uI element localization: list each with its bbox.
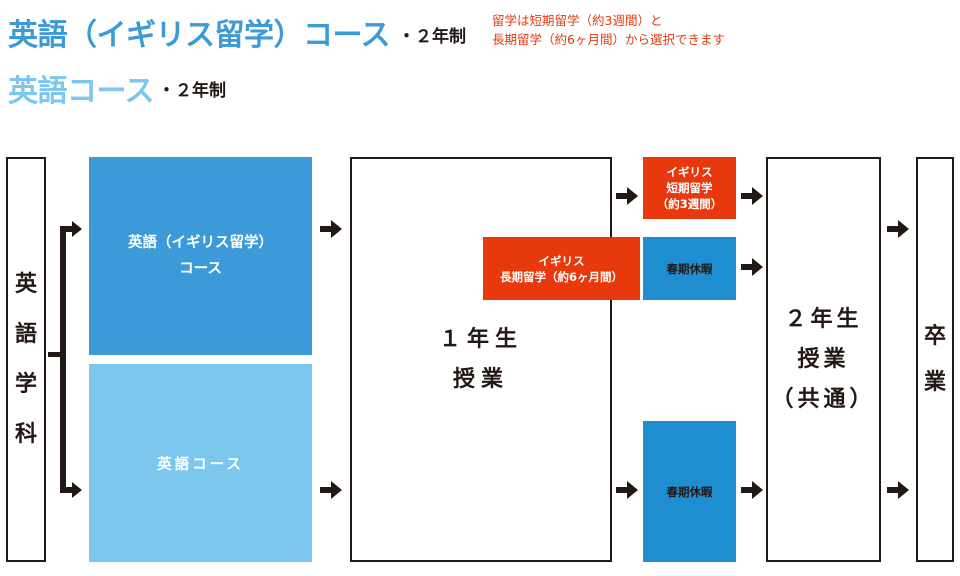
- year2-box: ２年生 授業 （共通）: [766, 157, 881, 562]
- short-study-box: イギリス 短期留学 （約3週間）: [643, 157, 736, 219]
- course-uk-label-line1: 英語（イギリス留学）: [128, 235, 273, 251]
- bracket-top: [60, 226, 74, 232]
- arrow-year2-to-graduation-bottom: [887, 481, 909, 499]
- short-study-line3: （約3週間）: [656, 197, 723, 211]
- bracket-stem: [48, 352, 60, 357]
- course-en-label: 英語コース: [157, 456, 244, 473]
- bracket-vertical: [60, 226, 66, 493]
- department-char: 語: [14, 321, 37, 347]
- long-study-line1: イギリス: [538, 253, 585, 268]
- arrow-course-en-to-year1: [320, 481, 342, 499]
- course1-title: 英語（イギリス留学）コース: [8, 18, 391, 53]
- long-study-line2: 長期留学（約6ヶ月間）: [499, 269, 623, 284]
- arrow-year1-to-spring-break: [616, 481, 638, 499]
- bracket-top-arrowhead: [72, 221, 82, 237]
- short-study-line2: 短期留学: [666, 181, 713, 195]
- department-box: 英 語 学 科: [6, 157, 46, 562]
- department-char: 英: [14, 271, 37, 297]
- spring-break-top-label: 春期休暇: [666, 261, 713, 276]
- course2-duration: ・２年制: [158, 81, 226, 101]
- course-uk-label-line2: コース: [179, 261, 222, 277]
- arrow-year1-to-short-study: [616, 187, 638, 205]
- short-study-line1: イギリス: [666, 165, 713, 179]
- arrow-course-uk-to-year1: [320, 220, 342, 238]
- graduation-box: 卒 業: [916, 157, 954, 562]
- course-uk-box: 英語（イギリス留学） コース: [89, 157, 312, 355]
- spring-break-top-box: 春期休暇: [643, 237, 736, 300]
- note-line-2: 長期留学（約6ヶ月間）から選択できます: [492, 32, 725, 47]
- arrow-spring-break-top-to-year2: [741, 258, 763, 276]
- department-char: 科: [14, 421, 37, 447]
- long-study-box: イギリス 長期留学（約6ヶ月間）: [483, 237, 640, 300]
- spring-break-bottom-label: 春期休暇: [666, 484, 713, 499]
- department-char: 学: [14, 371, 37, 397]
- spring-break-bottom-box: 春期休暇: [643, 421, 736, 562]
- note-line-1: 留学は短期留学（約3週間）と: [492, 13, 663, 28]
- bracket-bottom-arrowhead: [72, 482, 82, 498]
- study-abroad-note: 留学は短期留学（約3週間）と 長期留学（約6ヶ月間）から選択できます: [492, 11, 725, 49]
- arrow-year2-to-graduation-top: [887, 220, 909, 238]
- course-en-box: 英語コース: [89, 364, 312, 562]
- year1-label: １年生 授業: [438, 326, 523, 392]
- year2-label: ２年生 授業 （共通）: [771, 306, 876, 412]
- course1-duration: ・２年制: [398, 27, 466, 47]
- arrow-short-study-to-year2: [741, 187, 763, 205]
- graduation-char: 業: [923, 369, 946, 395]
- bracket-bottom: [60, 487, 74, 493]
- course2-title: 英語コース: [8, 74, 155, 109]
- graduation-char: 卒: [923, 323, 946, 349]
- year1-box: １年生 授業: [350, 157, 612, 562]
- arrow-spring-break-bottom-to-year2: [741, 481, 763, 499]
